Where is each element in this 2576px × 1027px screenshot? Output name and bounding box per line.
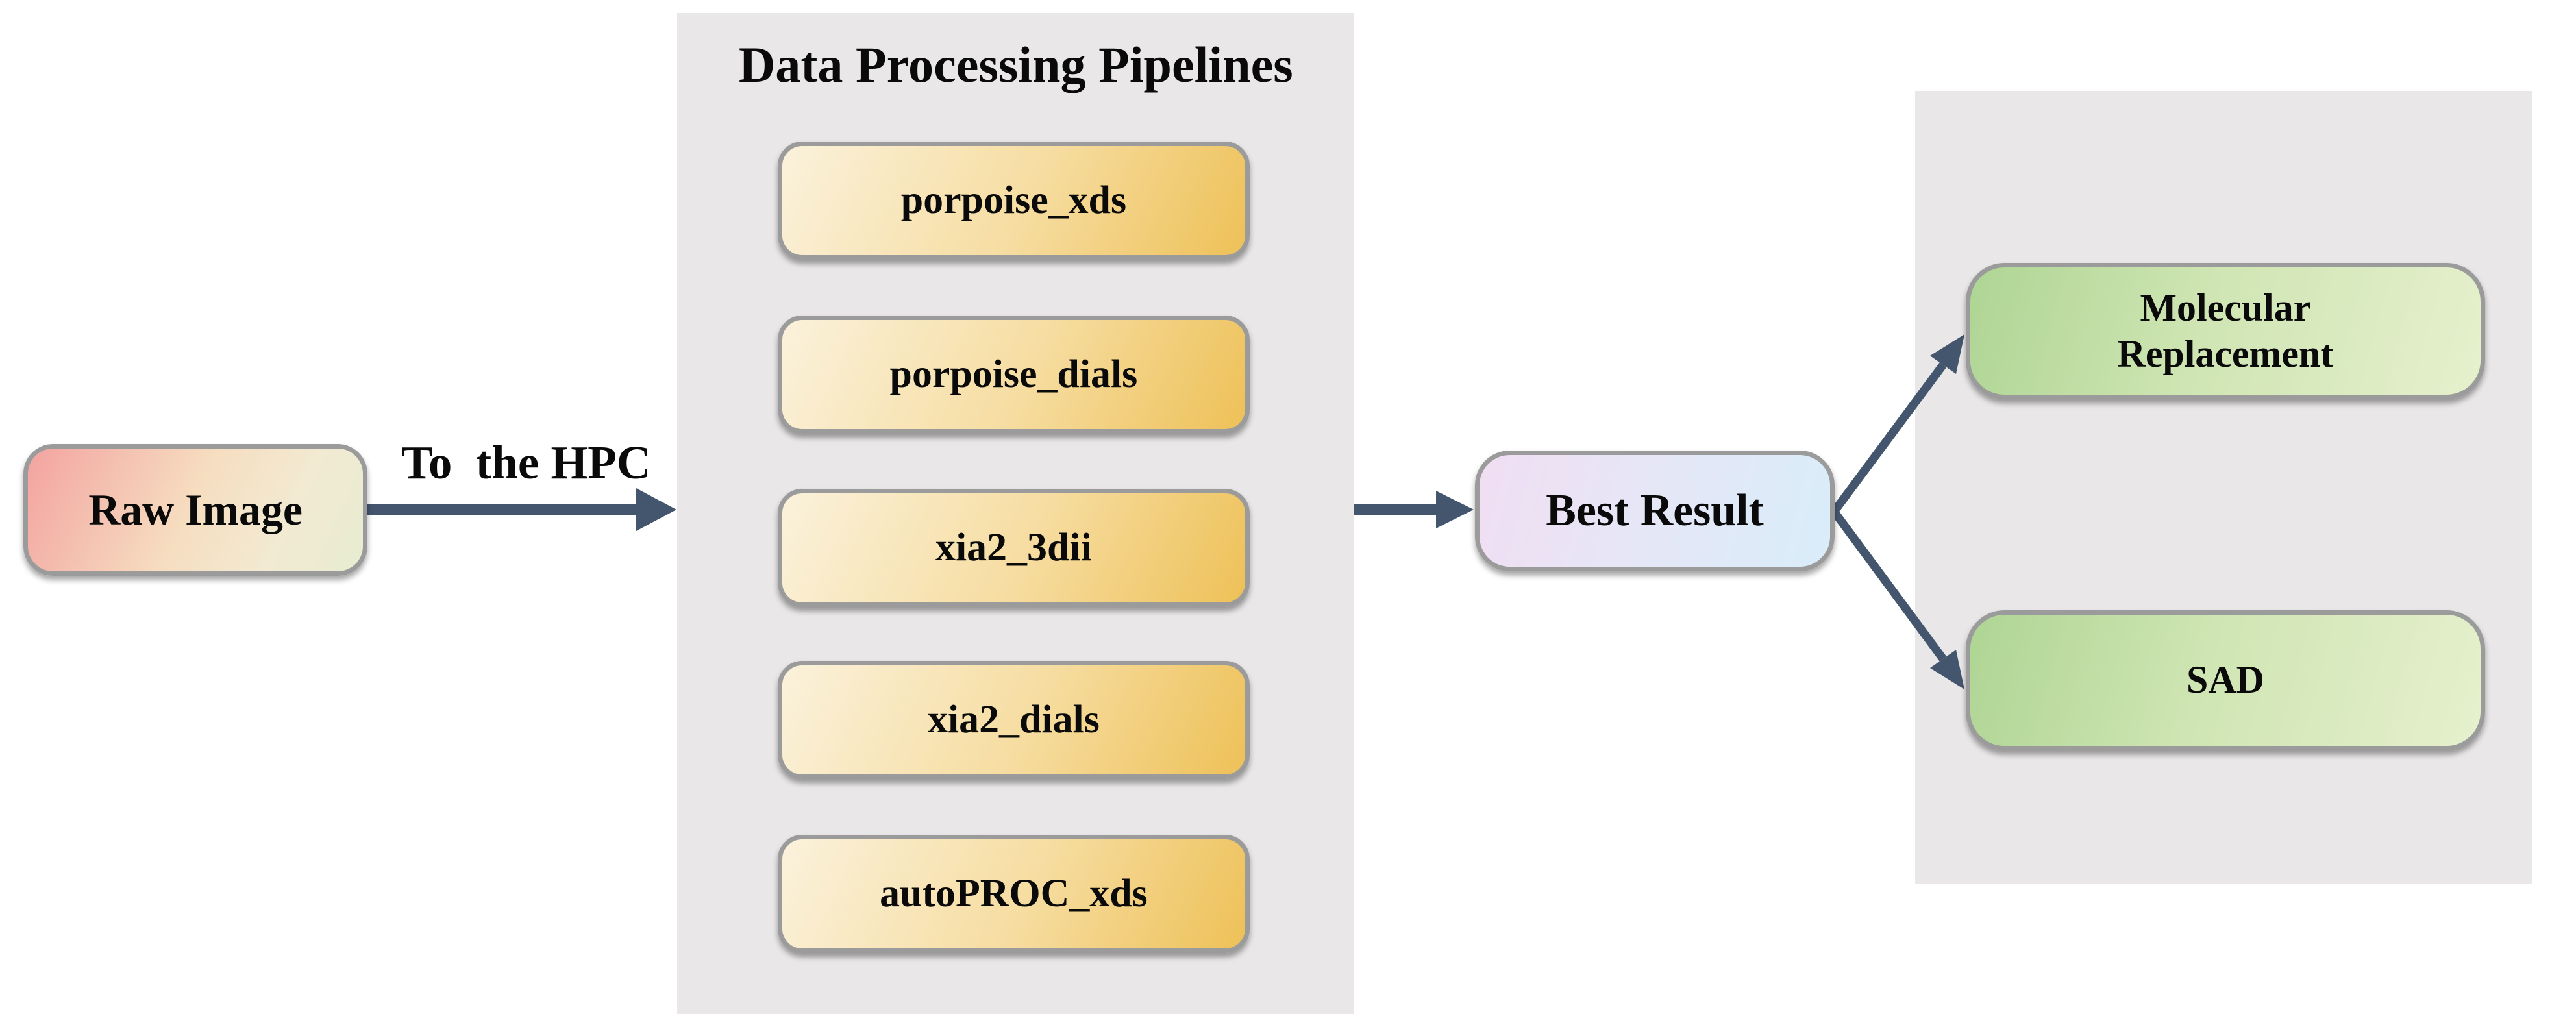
raw-image-node: Raw Image xyxy=(23,444,368,576)
arrow-pipelines-to-best xyxy=(1354,491,1474,528)
pipeline-node-xia2-dials: xia2_dials xyxy=(777,661,1250,779)
arrowhead-right-icon xyxy=(636,488,676,531)
arrow-raw-to-pipelines xyxy=(367,488,676,531)
raw-image-label: Raw Image xyxy=(88,485,303,534)
pipeline-node-porpoise-dials: porpoise_dials xyxy=(777,315,1250,434)
best-result-label: Best Result xyxy=(1546,486,1764,536)
molecular-replacement-label: Molecular Replacement xyxy=(2117,286,2334,375)
pipeline-label: xia2_dials xyxy=(927,697,1100,742)
pipeline-label: xia2_3dii xyxy=(935,525,1092,570)
sad-node: SAD xyxy=(1965,610,2485,750)
pipeline-label: porpoise_xds xyxy=(900,178,1127,223)
outcomes-panel xyxy=(1914,91,2532,884)
molecular-replacement-node: Molecular Replacement xyxy=(1965,262,2485,399)
edge-label-to-the-hpc: To the HPC xyxy=(377,427,675,490)
best-result-node: Best Result xyxy=(1475,451,1835,572)
pipelines-panel-title: Data Processing Pipelines xyxy=(738,36,1293,93)
pipeline-node-porpoise-xds: porpoise_xds xyxy=(777,141,1250,260)
sad-label: SAD xyxy=(2186,658,2264,702)
edge-label-text: To the HPC xyxy=(401,436,651,489)
arrowhead-right-icon xyxy=(1436,491,1474,528)
pipeline-node-xia2-3dii: xia2_3dii xyxy=(777,489,1250,607)
pipeline-label: porpoise_dials xyxy=(889,352,1138,397)
pipeline-node-autoproc-xds: autoPROC_xds xyxy=(777,835,1250,953)
pipeline-label: autoPROC_xds xyxy=(880,871,1148,916)
